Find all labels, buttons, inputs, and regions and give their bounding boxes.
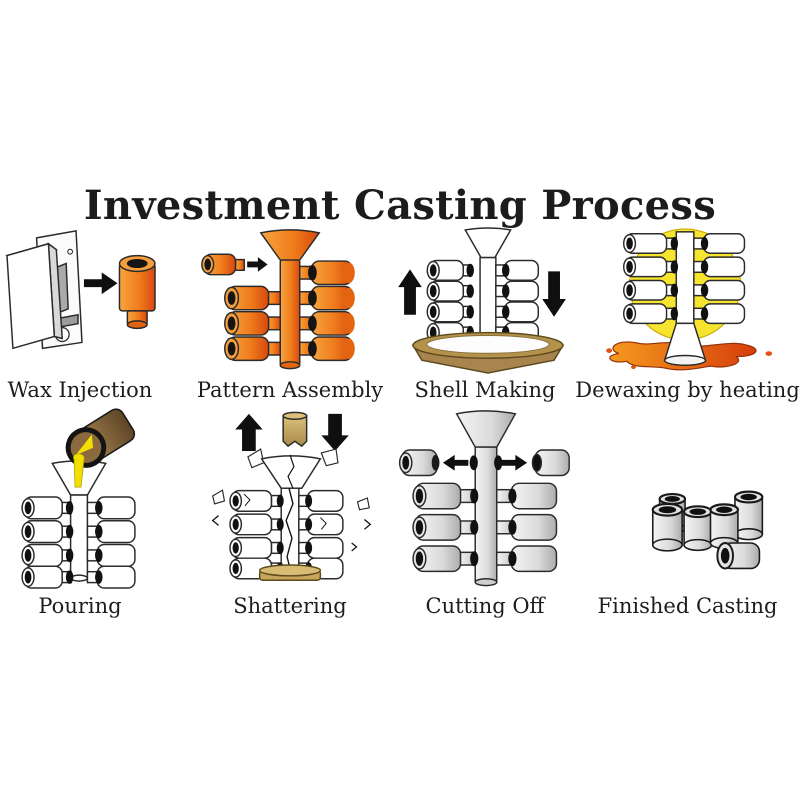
pouring-illustration — [21, 408, 136, 589]
molten-stream — [73, 453, 85, 488]
wax-part — [224, 285, 281, 362]
step-label-shattering: Shattering — [233, 594, 347, 618]
arrow-down-icon — [320, 413, 349, 452]
step-pattern-assembly: Pattern Assembly — [195, 226, 385, 402]
detached-wax-part — [201, 253, 268, 276]
step-wax-injection: Wax Injection — [0, 226, 160, 402]
cast-part — [709, 503, 739, 550]
shell-tree — [21, 460, 136, 589]
wax-part — [118, 254, 156, 330]
arrow-right-icon — [501, 454, 527, 471]
arrow-down-icon — [542, 271, 566, 317]
dewaxing-illustration — [606, 228, 773, 371]
wax-injection-illustration — [5, 230, 156, 350]
shell-fragments — [211, 489, 371, 552]
step-shattering: Shattering — [195, 406, 385, 618]
cut-part-right — [493, 449, 570, 477]
base-disk — [258, 564, 321, 581]
sprue-cup — [663, 322, 707, 366]
shattering-illustration — [211, 411, 371, 581]
wax-part — [299, 260, 355, 362]
mold-block — [5, 242, 79, 350]
shell-making-illustration — [398, 227, 566, 374]
metal-tree — [411, 410, 557, 587]
cracked-tree — [228, 448, 344, 580]
step-cutting-off: Cutting Off — [395, 406, 575, 618]
step-label-cutting-off: Cutting Off — [425, 594, 545, 618]
wax-tree — [224, 229, 355, 370]
cutting-off-illustration — [398, 410, 570, 587]
step-finished-casting: Finished Casting — [585, 406, 790, 618]
cast-part — [733, 490, 764, 541]
arrow-up-icon — [398, 269, 422, 315]
arrow-left-icon — [442, 454, 468, 471]
step-shell-making: Shell Making — [395, 226, 575, 402]
step-label-dewaxing: Dewaxing by heating — [575, 378, 800, 402]
diagram-title: Investment Casting Process — [83, 182, 717, 229]
step-label-wax-injection: Wax Injection — [7, 378, 153, 402]
arrow-right-icon — [247, 257, 268, 272]
coated-tree — [426, 227, 540, 344]
step-label-shell-making: Shell Making — [414, 378, 556, 402]
finished-casting-illustration — [651, 490, 764, 570]
arrow-up-icon — [234, 413, 263, 452]
pouring-ladle — [65, 408, 136, 468]
cast-part — [682, 505, 713, 552]
step-pouring: Pouring — [0, 406, 160, 618]
step-label-finished-casting: Finished Casting — [597, 594, 778, 618]
rammer — [281, 411, 307, 448]
slurry-bowl — [411, 331, 565, 374]
step-label-pouring: Pouring — [38, 594, 122, 618]
cast-part — [651, 502, 684, 552]
arrow-right-icon — [83, 272, 118, 295]
pattern-assembly-illustration — [201, 229, 355, 370]
inverted-tree — [622, 231, 746, 325]
step-label-pattern-assembly: Pattern Assembly — [196, 378, 384, 402]
step-dewaxing: Dewaxing by heating — [575, 226, 800, 402]
cast-part — [716, 542, 761, 570]
cut-part-left — [398, 449, 478, 477]
